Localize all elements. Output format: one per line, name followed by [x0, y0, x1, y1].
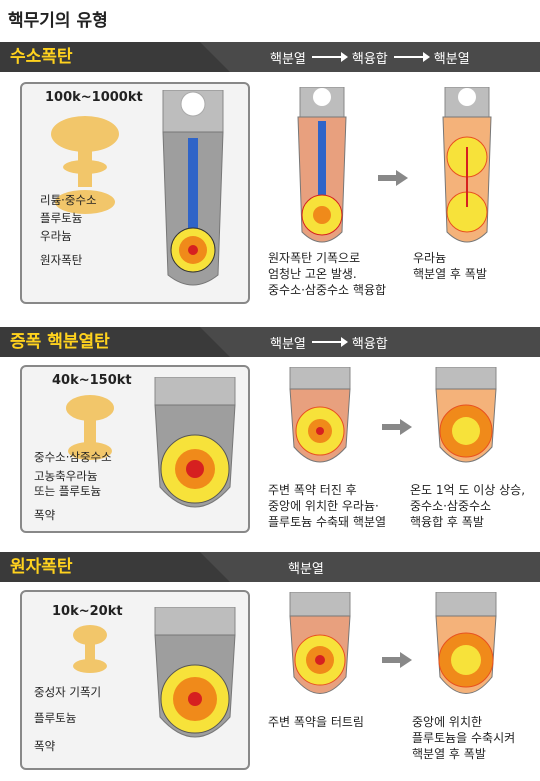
part-label: 중수소·삼중수소	[34, 450, 112, 464]
stage-caption: 주변 폭약 터진 후 중앙에 위치한 우라늄· 플루토늄 수축돼 핵분열	[268, 483, 387, 529]
stage-caption: 중앙에 위치한 플루토늄을 수축시켜 핵분열 후 폭발	[412, 715, 516, 761]
fusion-stage-icon	[442, 87, 492, 243]
mushroom-cloud-icon	[51, 116, 119, 214]
section-title: 수소폭탄	[0, 42, 230, 72]
section-atomic-bomb: 원자폭탄 핵분열 10k~20kt 중성자 기폭기 플루토늄 폭약 주변 폭약을…	[0, 552, 540, 777]
part-label: 폭약	[34, 508, 56, 522]
explosive-detonation-icon	[289, 367, 351, 463]
fusion-explosion-icon	[435, 367, 497, 463]
yield-label: 100k~1000kt	[45, 90, 143, 105]
part-label: 리튬·중수소	[40, 193, 97, 207]
explosive-detonation-icon	[289, 592, 351, 694]
section-hydrogen-bomb: 수소폭탄 핵분열 핵융합 핵분열 100k~1000kt 리튬·중수소 플루토늄…	[0, 42, 540, 317]
part-label: 고농축우라늄 또는 플루토늄	[34, 469, 102, 498]
process-flow: 핵분열	[288, 552, 324, 582]
stage-caption: 우라늄 핵분열 후 폭발	[413, 251, 487, 281]
flow-arrow-icon	[311, 337, 348, 347]
flow-step: 핵융합	[351, 51, 388, 67]
flow-step: 핵분열	[288, 561, 324, 577]
process-flow: 핵분열 핵융합 핵분열	[270, 42, 470, 72]
part-label: 폭약	[34, 739, 56, 753]
mushroom-cloud-icon	[73, 625, 107, 673]
section-boosted-fission: 증폭 핵분열탄 핵분열 핵융합 40k~150kt 중수소·삼중수소 고농축우라…	[0, 327, 540, 537]
stage-caption: 온도 1억 도 이상 상승, 중수소·삼중수소 핵융합 후 폭발	[410, 483, 526, 529]
part-label: 플루토늄	[34, 711, 77, 725]
flow-step: 핵융합	[351, 336, 388, 352]
section-header-bar: 수소폭탄 핵분열 핵융합 핵분열	[0, 42, 540, 72]
section-title: 원자폭탄	[0, 552, 230, 582]
section-header-bar: 원자폭탄 핵분열	[0, 552, 540, 582]
part-label: 우라늄	[40, 229, 72, 243]
page-title: 핵무기의 유형	[8, 11, 108, 31]
flow-arrow-icon	[393, 52, 430, 62]
flow-arrow-icon	[311, 52, 348, 62]
yield-label: 40k~150kt	[52, 373, 132, 388]
mushroom-cloud-icon	[66, 395, 114, 460]
stage-caption: 주변 폭약을 터트림	[268, 715, 364, 729]
fission-explosion-icon	[435, 592, 497, 694]
part-label: 중성자 기폭기	[34, 685, 102, 699]
yield-label: 10k~20kt	[52, 604, 123, 619]
atomic-bomb-casing-icon	[154, 607, 236, 738]
flow-step: 핵분열	[433, 51, 470, 67]
section-title: 증폭 핵분열탄	[0, 327, 230, 357]
hydrogen-bomb-casing-icon	[162, 90, 224, 286]
fission-stage-icon	[297, 87, 347, 243]
boosted-bomb-casing-icon	[154, 377, 236, 508]
part-label: 플루토늄	[40, 211, 83, 225]
arrow-right-icon	[382, 652, 412, 668]
part-label: 원자폭탄	[40, 253, 83, 267]
flow-step: 핵분열	[270, 336, 306, 352]
arrow-right-icon	[378, 170, 408, 186]
section-header-bar: 증폭 핵분열탄 핵분열 핵융합	[0, 327, 540, 357]
stage-caption: 원자폭탄 기폭으로 엄청난 고온 발생. 중수소·삼중수소 핵융합	[268, 251, 387, 297]
arrow-right-icon	[382, 419, 412, 435]
flow-step: 핵분열	[270, 51, 306, 67]
process-flow: 핵분열 핵융합	[270, 327, 388, 357]
